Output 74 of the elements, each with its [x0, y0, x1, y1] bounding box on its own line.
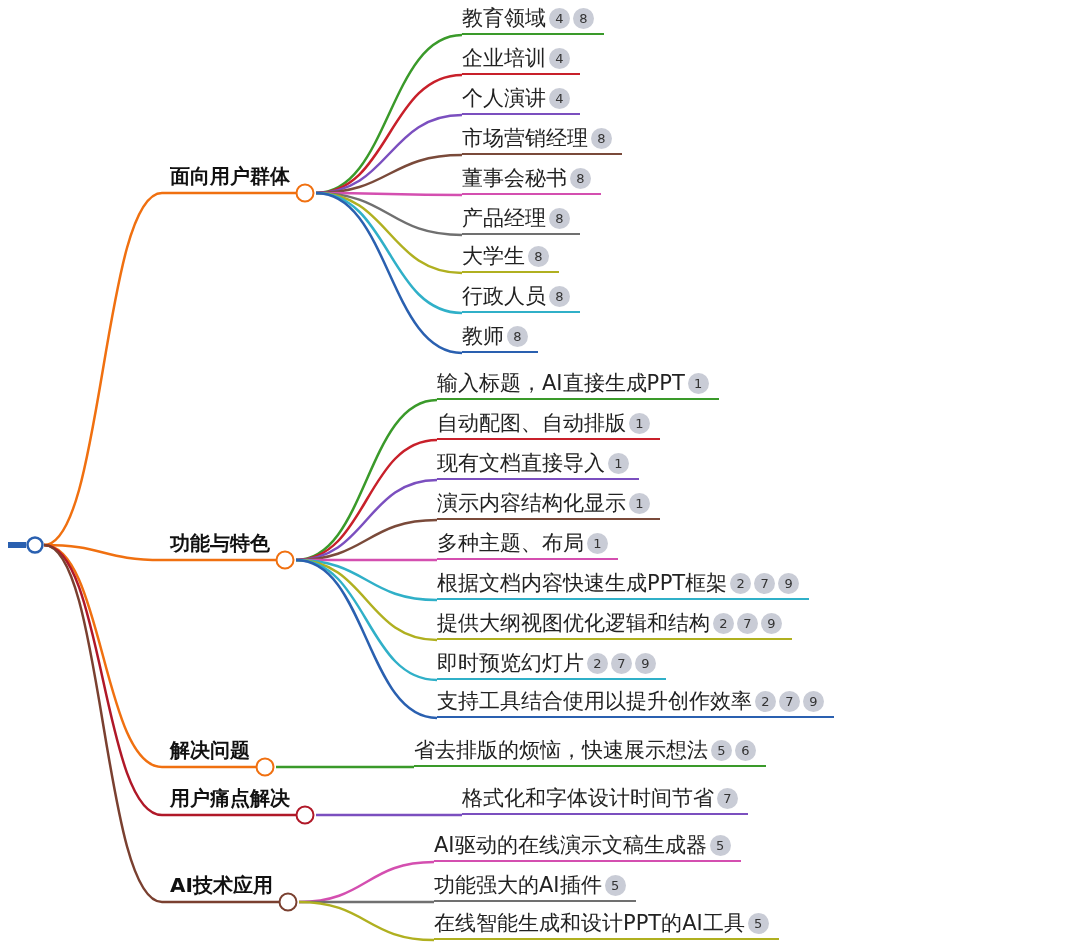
topic-label: 面向用户群体: [170, 164, 290, 188]
citation-badge: 5: [709, 834, 731, 856]
citation-badge: 9: [635, 652, 656, 674]
subtopic-label: 根据文档内容快速生成PPT框架: [437, 570, 728, 597]
subtopic-label: 产品经理: [462, 205, 546, 232]
topic-label: 功能与特色: [170, 531, 270, 555]
citation-badge: 9: [761, 612, 782, 634]
citation-badge: 8: [507, 325, 528, 347]
subtopic-label: 演示内容结构化显示: [437, 490, 626, 517]
citation-badge: 4: [549, 47, 570, 69]
citation-badge: 8: [549, 285, 570, 307]
citation-badge: 9: [778, 572, 800, 594]
citation-badge: 1: [629, 412, 650, 434]
branch-line: [315, 191, 463, 355]
citation-badge: 1: [587, 532, 608, 554]
branch-line: [298, 900, 435, 942]
citation-badge: 8: [549, 207, 570, 229]
citation-badge: 6: [735, 739, 756, 761]
citation-badge: 7: [717, 787, 738, 809]
subtopic-label: 即时预览幻灯片: [437, 650, 584, 677]
subtopic-label: 省去排版的烦恼，快速展示想法: [414, 737, 708, 764]
topic-node: [162, 737, 276, 777]
subtopic-label: 教师: [462, 323, 504, 350]
branch-line: [295, 558, 438, 720]
subtopic-label: 支持工具结合使用以提升创作效率: [437, 688, 752, 715]
citation-badge: 7: [611, 652, 632, 674]
topic-node: [162, 163, 316, 203]
branch-line: [43, 191, 163, 547]
citation-badge: 8: [591, 127, 612, 149]
citation-badge: 7: [779, 690, 800, 712]
branch-line: [316, 813, 462, 817]
subtopic-label: 个人演讲: [462, 85, 546, 112]
citation-badge: 8: [528, 245, 549, 267]
topic-label: 用户痛点解决: [170, 786, 290, 810]
topic-node: [162, 872, 299, 912]
branch-line: [43, 543, 163, 904]
subtopic-label: 现有文档直接导入: [437, 450, 605, 477]
citation-badge: 5: [711, 739, 732, 761]
branch-line: [276, 765, 414, 769]
subtopic-label: 大学生: [462, 243, 525, 270]
subtopic-label: 功能强大的AI插件: [434, 872, 602, 899]
citation-badge: 5: [604, 874, 626, 896]
citation-badge: 4: [549, 87, 570, 109]
subtopic-label: 格式化和字体设计时间节省: [462, 785, 714, 812]
citation-badge: 2: [730, 572, 752, 594]
topic-node: [162, 785, 316, 825]
root-node: [26, 536, 44, 554]
citation-badge: 2: [713, 612, 734, 634]
subtopic-label: 多种主题、布局: [437, 530, 584, 557]
subtopic-label: 自动配图、自动排版: [437, 410, 626, 437]
citation-badge: 1: [608, 452, 629, 474]
citation-badge: 1: [687, 372, 709, 394]
subtopic-label: 市场营销经理: [462, 125, 588, 152]
subtopic-label: 企业培训: [462, 45, 546, 72]
citation-badge: 1: [629, 492, 650, 514]
subtopic-label: 董事会秘书: [462, 165, 567, 192]
subtopic-label: 教育领域: [462, 5, 546, 32]
citation-badge: 7: [737, 612, 758, 634]
citation-badge: 5: [747, 912, 769, 934]
citation-badge: 2: [587, 652, 608, 674]
topic-node: [162, 530, 296, 570]
citation-badge: 8: [573, 7, 594, 29]
citation-badge: 2: [755, 690, 776, 712]
subtopic-label: 提供大纲视图优化逻辑和结构: [437, 610, 710, 637]
subtopic-label: 输入标题，AI直接生成PPT: [437, 370, 685, 397]
topic-label: 解决问题: [170, 738, 250, 762]
citation-badge: 9: [803, 690, 824, 712]
citation-badge: 4: [549, 7, 570, 29]
subtopic-label: 在线智能生成和设计PPT的AI工具: [434, 910, 745, 937]
subtopic-label: AI驱动的在线演示文稿生成器: [434, 832, 707, 859]
topic-label: AI技术应用: [170, 873, 273, 897]
citation-badge: 8: [570, 167, 591, 189]
citation-badge: 7: [754, 572, 776, 594]
subtopic-label: 行政人员: [462, 283, 546, 310]
